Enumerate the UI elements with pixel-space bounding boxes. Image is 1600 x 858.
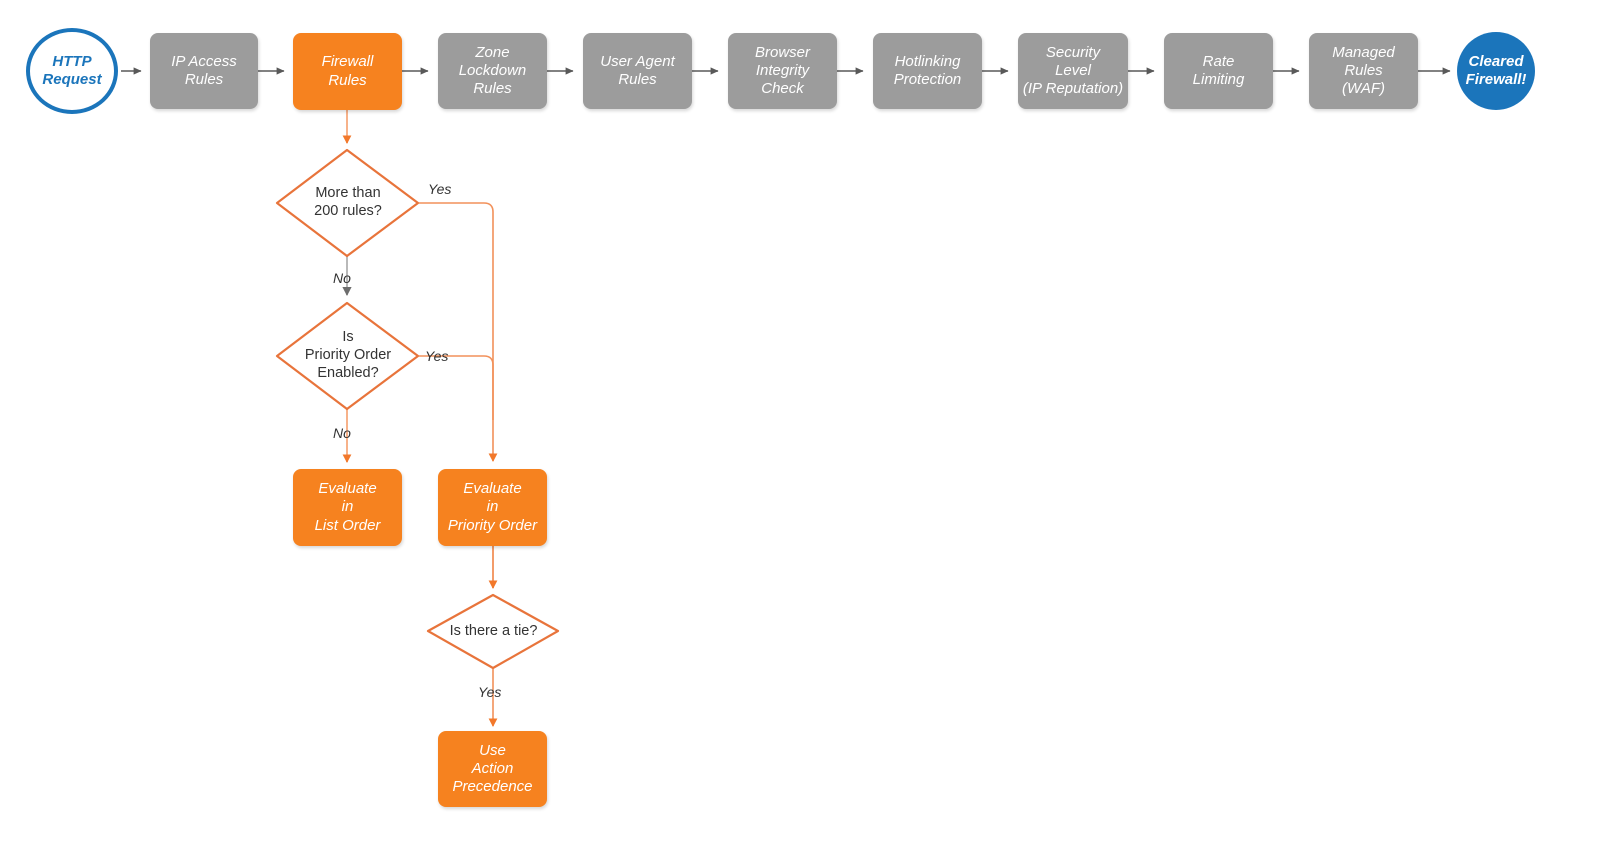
node-evaluate-in-list-order[interactable]: Evaluate in List Order — [293, 469, 402, 546]
node-use-action-precedence[interactable]: Use Action Precedence — [438, 731, 547, 807]
node-cleared-firewall[interactable]: Cleared Firewall! — [1457, 32, 1535, 110]
decision-more-than-200-rules[interactable]: More than 200 rules? — [277, 150, 419, 256]
node-label: User Agent Rules — [600, 52, 675, 88]
node-label: IP Access Rules — [171, 52, 237, 88]
decision-label: More than 200 rules? — [314, 185, 382, 219]
node-label: Managed Rules (WAF) — [1332, 43, 1395, 98]
node-label: Browser Integrity Check — [754, 43, 810, 98]
edge-label-no-more-than-200: No — [333, 270, 351, 286]
node-hotlinking-protection[interactable]: Hotlinking Protection — [873, 33, 982, 109]
node-label: Security Level (IP Reputation) — [1022, 43, 1124, 98]
decision-label: Is Priority Order Enabled? — [304, 329, 392, 381]
node-label: Use Action Precedence — [452, 741, 533, 796]
decision-label: Is there a tie? — [449, 623, 538, 640]
node-rate-limiting[interactable]: Rate Limiting — [1164, 33, 1273, 109]
node-security-level[interactable]: Security Level (IP Reputation) — [1018, 33, 1128, 109]
node-zone-lockdown-rules[interactable]: Zone Lockdown Rules — [438, 33, 547, 109]
node-managed-rules-waf[interactable]: Managed Rules (WAF) — [1309, 33, 1418, 109]
edge-label-yes-priority-order: Yes — [425, 348, 449, 364]
edge-label-yes-is-there-a-tie: Yes — [478, 684, 502, 700]
node-ip-access-rules[interactable]: IP Access Rules — [150, 33, 258, 109]
node-user-agent-rules[interactable]: User Agent Rules — [583, 33, 692, 109]
node-label: Zone Lockdown Rules — [458, 43, 527, 98]
node-label: Evaluate in Priority Order — [447, 480, 538, 534]
node-label: Rate Limiting — [1192, 52, 1245, 88]
node-http-request[interactable]: HTTP Request — [26, 28, 118, 114]
node-label: Firewall Rules — [321, 53, 374, 89]
edge-label-yes-more-than-200: Yes — [428, 181, 452, 197]
node-label: HTTP Request — [42, 52, 102, 88]
node-label: Cleared Firewall! — [1465, 52, 1527, 88]
node-label: Evaluate in List Order — [314, 480, 381, 534]
decision-is-priority-order-enabled[interactable]: Is Priority Order Enabled? — [277, 303, 419, 409]
node-firewall-rules[interactable]: Firewall Rules — [293, 33, 402, 110]
decision-is-there-a-tie[interactable]: Is there a tie? — [428, 595, 559, 669]
node-evaluate-in-priority-order[interactable]: Evaluate in Priority Order — [438, 469, 547, 546]
node-label: Hotlinking Protection — [893, 52, 962, 88]
edge-label-no-priority-order: No — [333, 425, 351, 441]
node-browser-integrity-check[interactable]: Browser Integrity Check — [728, 33, 837, 109]
